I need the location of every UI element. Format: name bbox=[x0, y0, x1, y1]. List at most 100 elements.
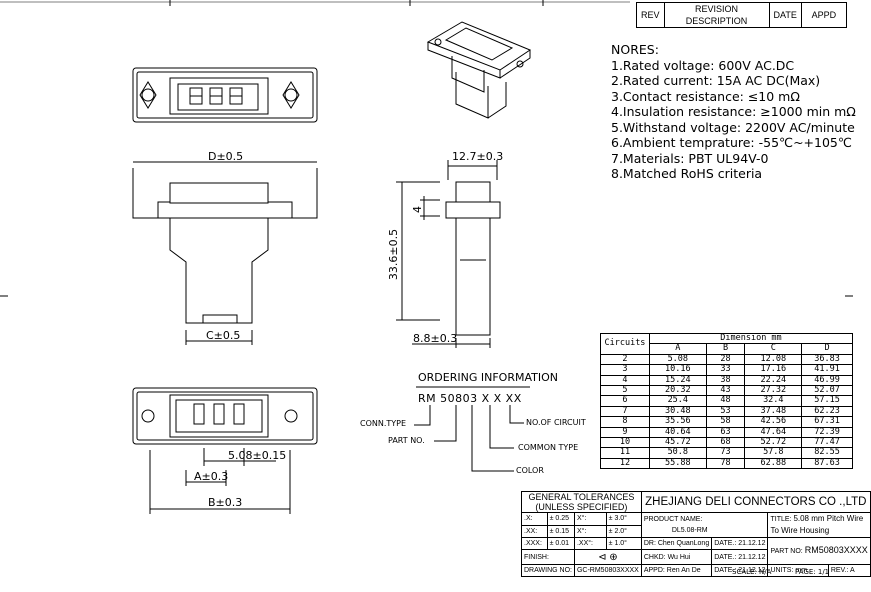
notes-title: NORES: bbox=[611, 42, 659, 57]
chkd-cell: CHKD: Wu Hui bbox=[640, 549, 713, 565]
dimension-value-cell: 52.07 bbox=[801, 385, 853, 397]
dimension-value-cell: 82.55 bbox=[801, 447, 853, 459]
tol-angle-label: .XX°: bbox=[573, 537, 607, 550]
label-part-no: PART NO. bbox=[388, 436, 425, 445]
dim-depth: 8.8±0.3 bbox=[413, 332, 458, 345]
note-7: 7.Materials: PBT UL94V-0 bbox=[611, 150, 769, 166]
rev-col: REV bbox=[636, 2, 665, 28]
dimension-value-cell: 22.24 bbox=[744, 374, 803, 387]
dimension-value-cell: 15.24 bbox=[648, 374, 707, 387]
dim-a: A±0.3 bbox=[194, 470, 229, 483]
rev-description-col: REVISION DESCRIPTION bbox=[663, 2, 770, 28]
front-view bbox=[132, 161, 318, 345]
tol-angle-label: X°: bbox=[573, 524, 607, 538]
rev-date-col: DATE bbox=[768, 2, 802, 28]
tol-value: ± 0.15 bbox=[546, 524, 575, 538]
dr-label: DR: bbox=[643, 540, 656, 547]
revision-table: REV REVISION DESCRIPTION DATE APPD bbox=[636, 2, 847, 28]
appd-label: APPD: bbox=[643, 567, 665, 574]
dimension-value-cell: 46.99 bbox=[801, 374, 853, 387]
dimension-value-cell: 38 bbox=[705, 374, 746, 387]
circuit-count-cell: 8 bbox=[600, 416, 650, 428]
checked-by: Wu Hui bbox=[667, 553, 691, 561]
appd-cell: APPD: Ren An De bbox=[640, 564, 713, 577]
dim-pitch: 5.08±0.15 bbox=[228, 449, 287, 462]
dimension-value-cell: 37.48 bbox=[744, 405, 803, 418]
product-name-label: PRODUCT NAME: bbox=[643, 516, 703, 523]
circuit-count-cell: 3 bbox=[600, 364, 650, 376]
title-cell: TITLE: 5.08 mm Pitch Wire To Wire Housin… bbox=[767, 512, 871, 538]
col-a-header: A bbox=[648, 343, 707, 355]
dimension-value-cell: 52.72 bbox=[744, 437, 803, 449]
dimension-value-cell: 43 bbox=[705, 385, 746, 397]
dimension-value-cell: 58 bbox=[705, 416, 746, 428]
circuit-count-cell: 5 bbox=[600, 385, 650, 397]
tol-label: .XX: bbox=[521, 524, 548, 538]
tol-label: .XXX: bbox=[521, 537, 548, 550]
dimension-value-cell: 72.39 bbox=[801, 426, 853, 439]
dimension-value-cell: 57.8 bbox=[744, 447, 803, 459]
dimension-value-cell: 35.56 bbox=[648, 416, 707, 428]
note-3: 3.Contact resistance: ≤10 mΩ bbox=[611, 88, 800, 104]
circuit-count-cell: 10 bbox=[600, 437, 650, 449]
dimension-value-cell: 28 bbox=[705, 353, 746, 366]
dimension-value-cell: 78 bbox=[705, 457, 746, 470]
dimension-value-cell: 53 bbox=[705, 405, 746, 418]
note-1: 1.Rated voltage: 600V AC.DC bbox=[611, 57, 795, 73]
ordering-title: ORDERING INFORMATION bbox=[418, 371, 558, 384]
dimension-value-cell: 77.47 bbox=[801, 437, 853, 449]
dimension-value-cell: 27.32 bbox=[744, 385, 803, 397]
dimension-value-cell: 42.56 bbox=[744, 416, 803, 428]
dimension-value-cell: 47.64 bbox=[744, 426, 803, 439]
dim-c: C±0.5 bbox=[206, 329, 241, 342]
circuit-count-cell: 12 bbox=[600, 457, 650, 470]
note-5: 5.Withstand voltage: 2200V AC/minute bbox=[611, 119, 855, 135]
projection-symbol-icon: ⊲ ⊕ bbox=[573, 549, 642, 565]
label-conn-type: CONN.TYPE bbox=[360, 419, 407, 428]
top-view bbox=[132, 67, 318, 123]
chkd-label: CHKD: bbox=[643, 553, 666, 561]
notes-block: NORES: 1.Rated voltage: 600V AC.DC 2.Rat… bbox=[611, 42, 856, 182]
dr-date: DATE.: 21.12.12 bbox=[711, 537, 769, 550]
product-name: DL5.08-RM bbox=[671, 527, 708, 534]
col-d-header: D bbox=[801, 343, 853, 355]
bottom-view bbox=[132, 387, 318, 514]
tol-value: ± 0.01 bbox=[546, 537, 575, 550]
dimension-value-cell: 25.4 bbox=[648, 395, 707, 407]
dimension-value-cell: 17.16 bbox=[744, 364, 803, 376]
side-view bbox=[396, 160, 501, 348]
drawn-by: Chen QuanLong bbox=[657, 540, 710, 547]
col-b-header: B bbox=[705, 343, 746, 355]
tol-angle-label: X°: bbox=[573, 512, 607, 526]
tol-angle-value: ± 3.0° bbox=[605, 512, 642, 526]
dimension-value-cell: 68 bbox=[705, 437, 746, 449]
dimension-value-cell: 50.8 bbox=[648, 447, 707, 459]
note-4: 4.Insulation resistance: ≥1000 min mΩ bbox=[611, 104, 856, 119]
revision: REV.: A bbox=[827, 564, 871, 577]
drawing-no: GC-RM50803XXXX bbox=[573, 564, 642, 577]
dimension-value-cell: 33 bbox=[705, 364, 746, 376]
dim-b: B±0.3 bbox=[208, 496, 243, 509]
technical-drawing bbox=[0, 0, 853, 514]
appd-date: DATE.: 21.12.12 bbox=[711, 564, 769, 577]
chkd-date: DATE.: 21.12.12 bbox=[711, 549, 769, 565]
part-no-label: PART NO: bbox=[770, 548, 803, 555]
tol-value: ± 0.25 bbox=[546, 512, 575, 526]
dimension-value-cell: 62.23 bbox=[801, 405, 853, 418]
drawing-title: 5.08 mm Pitch Wire To Wire Housing bbox=[770, 514, 864, 535]
note-8: 8.Matched RoHS criteria bbox=[611, 166, 763, 181]
circuit-count-cell: 6 bbox=[600, 395, 650, 407]
dimension-value-cell: 63 bbox=[705, 426, 746, 439]
dimension-value-cell: 5.08 bbox=[648, 353, 707, 366]
scale: SCALE: N/A bbox=[732, 568, 772, 576]
tol-angle-value: ± 1.0° bbox=[605, 537, 642, 550]
frame-ticks bbox=[0, 0, 853, 297]
dimension-value-cell: 73 bbox=[705, 447, 746, 459]
